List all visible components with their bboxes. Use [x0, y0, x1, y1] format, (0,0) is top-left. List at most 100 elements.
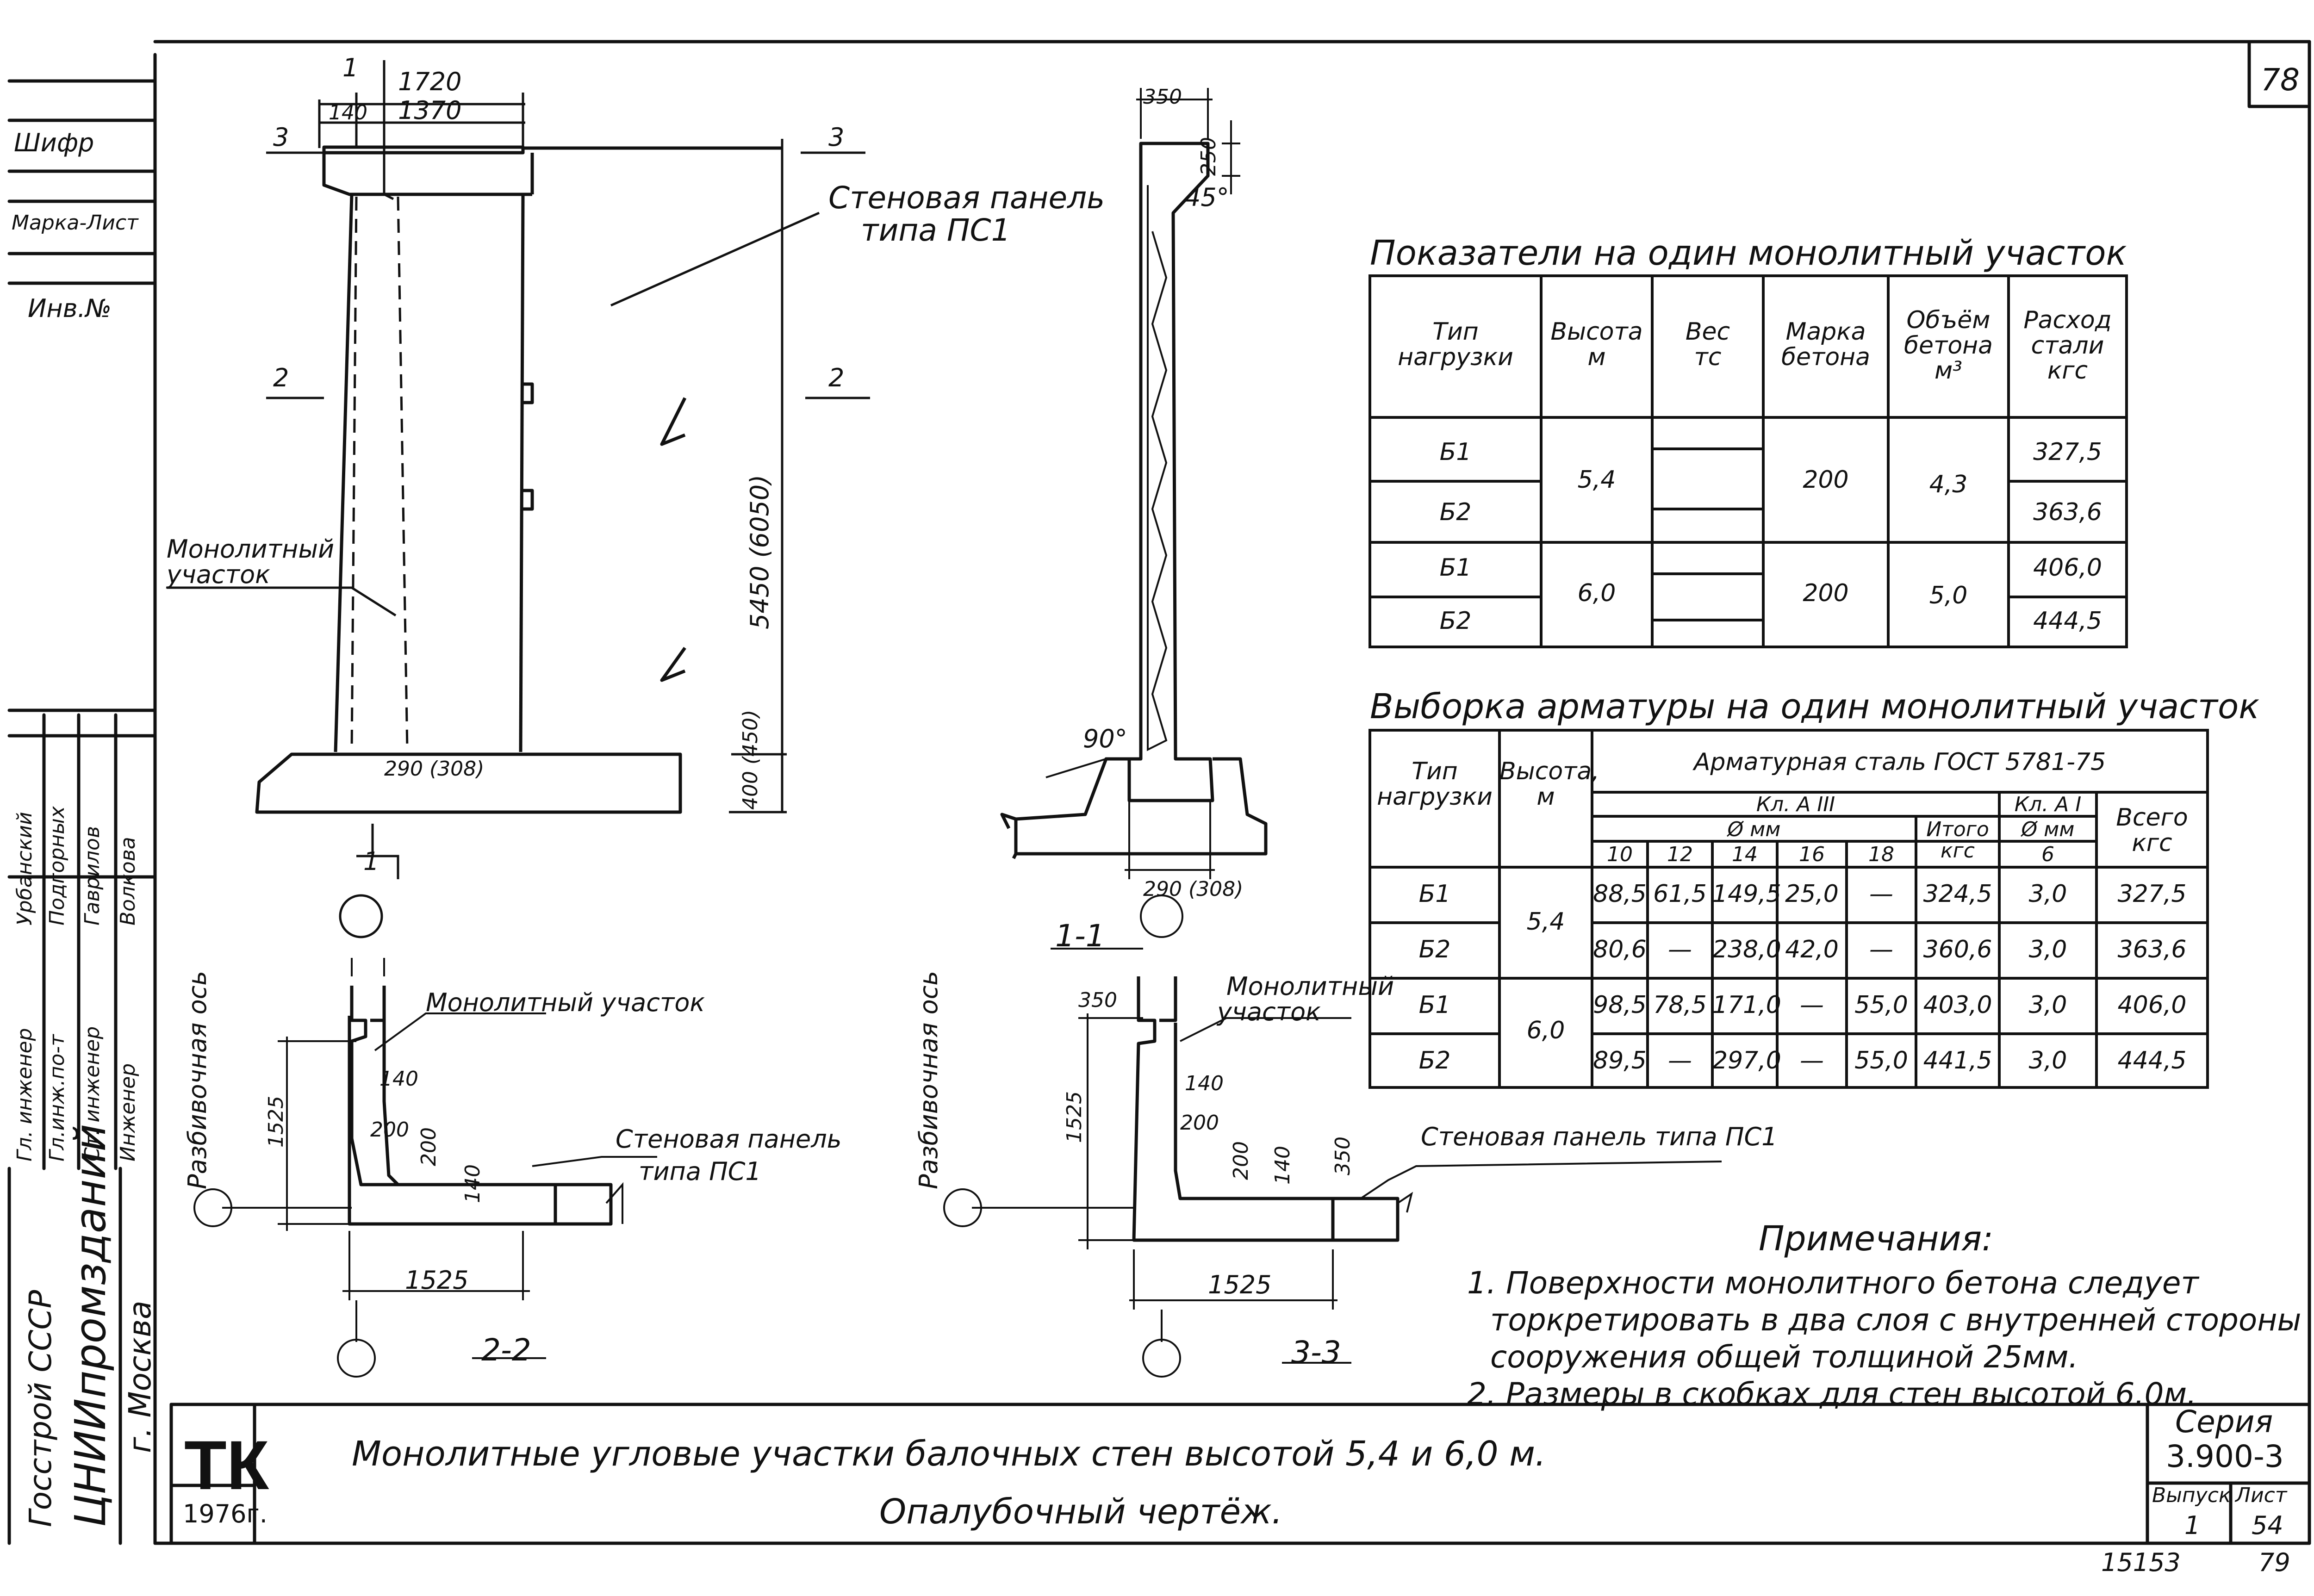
t2-r2-grand: 363,6 [2117, 936, 2187, 963]
t2-r2-c1: 80,6 [1593, 936, 1647, 963]
t2-r1-c5: — [1869, 880, 1893, 908]
notes-line-3: сооружения общей толщиной 25мм. [1490, 1339, 2078, 1375]
sec1-title: 1-1 [1055, 918, 1105, 954]
sec1-dim-350: 350 [1143, 85, 1182, 109]
t2-r4-c4: — [1800, 1047, 1824, 1074]
t1-r1-type: Б1 [1439, 438, 1472, 466]
t2-r4-grand: 444,5 [2117, 1047, 2187, 1074]
sec3-dim-350: 350 [1078, 988, 1117, 1012]
notes-line-4: 2. Размеры в скобках для стен высотой 6.… [1467, 1376, 2197, 1412]
t2-r4-c2: — [1668, 1047, 1692, 1074]
footer-inv: 15153 [2101, 1548, 2181, 1577]
sec2-mono-callout: Монолитный участок [426, 988, 705, 1017]
footer-page: 79 [2258, 1548, 2290, 1577]
org-line2: ЦНИИпромзданий [66, 1124, 115, 1527]
t1-g2-grade: 200 [1803, 579, 1849, 607]
sec1-dim-290: 290 (308) [1143, 877, 1244, 901]
t2-r3-type: Б1 [1418, 991, 1451, 1019]
t1-g2-volume: 5,0 [1929, 582, 1968, 609]
sec2-dim-140: 140 [379, 1067, 418, 1091]
sec3-dim-1525-v: 1525 [1063, 1091, 1086, 1143]
t2-r1-type: Б1 [1418, 880, 1451, 908]
t2-h-class3: Кл. А III [1756, 793, 1835, 816]
staff-role-1: Гл. инженер [13, 1028, 37, 1161]
stamp-marka-list: Марка-Лист [12, 211, 138, 235]
sec2-panel-callout-1: Стеновая панель [616, 1124, 842, 1154]
t2-r1-c4: 25,0 [1785, 880, 1839, 908]
t2-r4-c5: 55,0 [1854, 1047, 1908, 1074]
t2-r2-a1: 3,0 [2028, 936, 2067, 963]
elev-dim-290: 290 (308) [384, 757, 485, 781]
t2-h-steel: Арматурная сталь ГОСТ 5781-75 [1693, 748, 2106, 776]
staff-role-3: Ст. инженер [81, 1026, 104, 1161]
t1-g1-height: 5,4 [1577, 466, 1616, 494]
sec3-dim-140b: 140 [1271, 1146, 1294, 1185]
table1-title: Показатели на один монолитный участок [1370, 233, 2127, 273]
elev-dim-140: 140 [329, 101, 367, 124]
elev-panel-callout-2: типа ПС1 [861, 212, 1011, 248]
axis-label-left: Разбивочная ось [183, 970, 212, 1189]
t2-h-d16: 16 [1799, 843, 1825, 866]
elev-cut-mark-1: 1 [342, 53, 359, 82]
stamp-shifr: Шифр [14, 128, 94, 157]
t2-h-d12: 12 [1667, 843, 1693, 866]
t1-r3-steel: 406,0 [2033, 554, 2102, 582]
staff-role-4: Инженер [116, 1063, 140, 1161]
sec3-dim-200a: 200 [1180, 1111, 1219, 1135]
sec3-mono-callout-1: Монолитный [1226, 972, 1394, 1001]
t2-h-d18: 18 [1868, 843, 1894, 866]
org-line1: Госстрой СССР [23, 1290, 58, 1527]
t2-r1-c3: 149,5 [1712, 880, 1781, 908]
sec3-dim-140: 140 [1185, 1072, 1224, 1095]
elev-dim-1720: 1720 [398, 67, 462, 96]
axis-label-right: Разбивочная ось [914, 970, 943, 1189]
sec2-panel-callout-2: типа ПС1 [639, 1157, 761, 1186]
sec3-dim-350b: 350 [1331, 1136, 1355, 1175]
t1-r4-steel: 444,5 [2033, 607, 2102, 635]
sheet-label: Лист [2235, 1484, 2287, 1507]
t2-r3-c4: — [1800, 991, 1824, 1019]
t2-r3-total: 403,0 [1923, 991, 1992, 1019]
table2-title: Выборка арматуры на один монолитный учас… [1370, 687, 2259, 727]
sec2-dim-140b: 140 [461, 1164, 485, 1203]
sec1-angle-90: 90° [1083, 724, 1127, 753]
staff-name-3: Гаврилов [81, 826, 104, 925]
sec2-dim-200a: 200 [370, 1118, 409, 1142]
elev-dim-height: 5450 (6050) [745, 474, 774, 629]
staff-role-2: Гл.инж.по-т [45, 1034, 69, 1161]
elev-panel-callout-1: Стеновая панель [828, 180, 1105, 216]
sec3-dim-1525-h: 1525 [1208, 1270, 1272, 1299]
elev-dim-footing: 400 (450) [739, 709, 762, 810]
elev-mono-callout-2: участок [167, 560, 270, 589]
t2-r3-c2: 78,5 [1653, 991, 1707, 1019]
t1-r3-type: Б1 [1439, 554, 1472, 582]
tk-logo: ТК [184, 1426, 269, 1504]
t2-r2-c3: 238,0 [1712, 936, 1781, 963]
sec3-mono-callout-2: участок [1217, 997, 1321, 1026]
sec3-panel-callout: Стеновая панель типа ПС1 [1421, 1122, 1778, 1151]
sec2-dim-1525-h: 1525 [405, 1266, 469, 1295]
t2-h-dia: Ø мм [1727, 818, 1781, 841]
elev-cut-3-right: 3 [828, 123, 845, 152]
t2-h-d10: 10 [1607, 843, 1633, 866]
t2-h-class1: Кл. А I [2014, 793, 2082, 816]
t2-r1-a1: 3,0 [2028, 880, 2067, 908]
t2-h-dia1-value: 6 [2041, 843, 2054, 866]
t1-r4-type: Б2 [1439, 607, 1472, 635]
notes-line-2: торкретировать в два слоя с внутренней с… [1490, 1302, 2302, 1338]
title-year: 1976г. [183, 1499, 267, 1528]
issue-label: Выпуск [2152, 1484, 2231, 1507]
staff-name-2: Подгорных [45, 806, 69, 925]
title-line-2: Опалубочный чертёж. [879, 1492, 1283, 1532]
series-label: Серия [2175, 1404, 2273, 1440]
sec2-dim-1525-v: 1525 [264, 1096, 288, 1148]
t2-r1-total: 324,5 [1923, 880, 1992, 908]
